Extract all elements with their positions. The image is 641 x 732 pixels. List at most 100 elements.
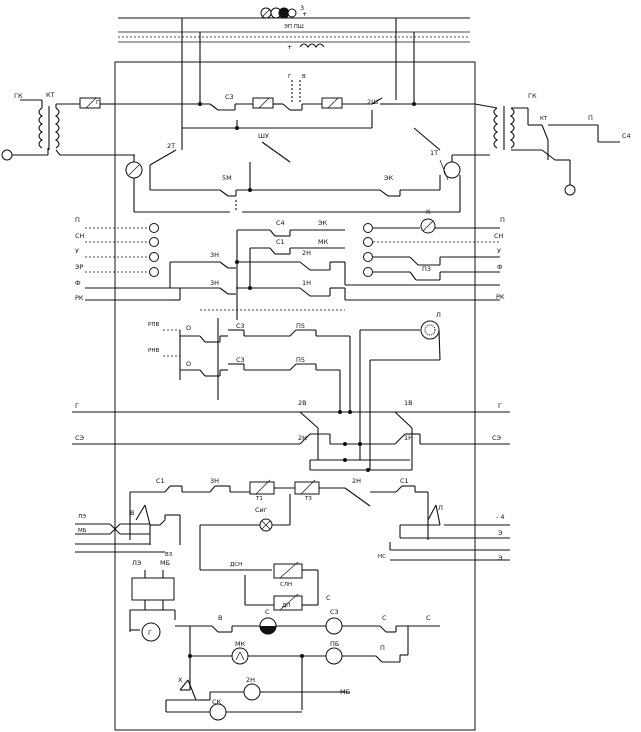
label-r-rk: РК [496, 293, 505, 301]
label-le2: ЛЭ [132, 559, 142, 567]
motor-block [131, 577, 175, 601]
label-c-end: С [426, 614, 431, 622]
label-c3-bot: С3 [330, 608, 339, 616]
feeders [181, 18, 415, 150]
label-shu-top: ШУ [258, 132, 269, 140]
label-c-bot: С [265, 608, 270, 616]
label-top-num: 3 [300, 4, 304, 12]
motor-mk [231, 647, 249, 665]
label-line-g2: Г [498, 402, 502, 410]
label-mk-bot: МК [235, 640, 246, 648]
label-g-bot: Г [148, 629, 152, 637]
label-line-g: Г [75, 402, 79, 410]
label-b-bot: В [218, 614, 222, 622]
terminal-r-p [363, 223, 373, 233]
transformer-right-primary [493, 107, 498, 149]
fuse-icon [287, 8, 297, 18]
top-rails: 3 + ЭП ПШ + [118, 4, 470, 51]
label-c4-mid: С4 [276, 219, 285, 227]
lamp-u [149, 252, 159, 262]
lamp-sn [149, 237, 159, 247]
label-c1-mid: С1 [276, 238, 285, 246]
label-2n-row: 2Н [302, 249, 311, 257]
label-mb-left: МБ [78, 528, 87, 534]
io-rows: П СН У ЭР Ф РК 3Н 2Н 3Н 1Н [75, 208, 505, 310]
label-3n-motor: 3Н [210, 477, 219, 485]
label-k: К [426, 208, 431, 216]
transformer-primary [38, 107, 43, 149]
label-p5a: П5 [296, 322, 305, 330]
label-2n-motor: 2Н [352, 477, 361, 485]
label-l2: Л [438, 504, 443, 512]
label-line-se: СЭ [75, 434, 85, 442]
resistor-kt [79, 97, 101, 109]
label-c3-top: СЗ [225, 93, 234, 101]
terminal-r-u [363, 252, 373, 262]
label-o1: О [186, 324, 191, 332]
label-c-dp: С [326, 594, 331, 602]
label-le: ЛЭ [78, 514, 86, 520]
label-r-sn: СН [494, 232, 504, 240]
terminal-r-f [363, 267, 373, 277]
label-p-bot: П [380, 644, 385, 652]
label-c-bot2: С [382, 614, 387, 622]
motor-sk [209, 703, 227, 721]
label-sig: Сиг [255, 506, 268, 514]
label-in-u: У [75, 247, 79, 255]
label-ek: ЭК [384, 174, 394, 182]
resistor-ry [321, 97, 343, 109]
motor-2n [243, 683, 261, 701]
label-3n-b: 3Н [210, 279, 219, 287]
label-r-u: У [497, 247, 501, 255]
terminal-left [1, 149, 13, 161]
label-2t: 2Т [167, 142, 175, 150]
label-c4: С4 [622, 132, 631, 140]
label-in-er: ЭР [75, 263, 84, 271]
label-2sh-top: 2Ш [367, 98, 378, 106]
terminal-r-sn [363, 237, 373, 247]
coil-icon [299, 43, 325, 48]
label-1n: 1Н [302, 279, 311, 287]
label-dp: ДП [282, 603, 290, 609]
label-c3a: С3 [236, 322, 245, 330]
label-top-plus: + [302, 10, 307, 18]
resistor-ru [252, 97, 274, 109]
label-out-e2: Э [498, 554, 503, 562]
label-g: Г [96, 100, 100, 106]
main-bus-lines: Г Г СЭ СЭ 2В 2Н 1В 1Н [72, 399, 510, 472]
lamp-p [149, 223, 159, 233]
label-l: Л [436, 311, 441, 319]
label-mk-mid: МК [318, 238, 329, 246]
generator-g [141, 622, 161, 642]
motor-control: С1 3Н Т1 Т3 2Н С1 Сиг [75, 477, 510, 642]
label-rpv: РПВ [148, 322, 159, 328]
transformer-secondary [55, 107, 60, 149]
label-in-p: П [75, 216, 80, 224]
label-out-ns: НС [378, 554, 386, 560]
label-2n-bus: 2Н [298, 434, 307, 442]
label-ek-mid: ЭК [318, 219, 328, 227]
relay-block: РПВ РНВ О С3 П5 О С3 П5 [148, 309, 441, 470]
label-b: В [130, 509, 134, 517]
label-battery-sign: + [287, 43, 292, 51]
transformer-right-secondary [510, 107, 515, 149]
panel-frame [114, 61, 476, 731]
label-gk-right: ГК [528, 92, 537, 100]
label-mb-bot: МБ [340, 688, 350, 696]
label-p: П [588, 114, 593, 122]
label-in-f: Ф [75, 279, 81, 287]
label-r-p: П [500, 216, 505, 224]
label-r-f: Ф [497, 263, 503, 271]
motor-c3 [325, 617, 343, 635]
label-in-sn: СН [75, 232, 85, 240]
label-vz: ВЗ [165, 552, 173, 558]
motor-pb [325, 647, 343, 665]
label-o2: О [186, 360, 191, 368]
label-p5b: П5 [296, 356, 305, 364]
label-p3: П3 [422, 265, 431, 273]
label-2v: 2В [298, 399, 307, 407]
label-rnv: РНВ [148, 348, 159, 354]
terminal-right [564, 184, 576, 196]
label-sk: СК [212, 698, 222, 706]
